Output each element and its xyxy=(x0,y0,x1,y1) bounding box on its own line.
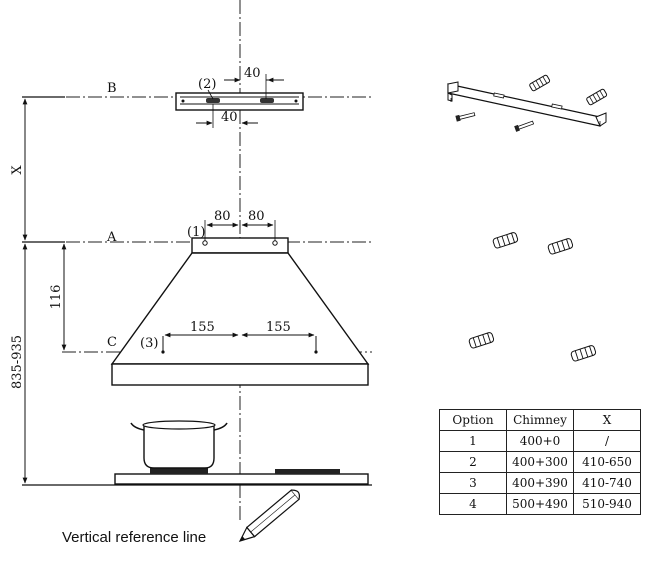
marker-3: (3) xyxy=(140,336,158,351)
table-row: 2 400+300 410-650 xyxy=(439,451,641,473)
cooktop xyxy=(114,466,369,485)
table-cell: 400+300 xyxy=(506,451,574,473)
table-row: 3 400+390 410-740 xyxy=(439,472,641,494)
dimension-80-right-label: 80 xyxy=(248,209,265,224)
dimension-155-left-label: 155 xyxy=(190,320,215,335)
wall-plug-icon xyxy=(547,238,574,255)
table-cell: 1 xyxy=(439,430,507,452)
table-header: Option xyxy=(439,409,507,431)
dimension-80-left-label: 80 xyxy=(214,209,231,224)
cooker-hood xyxy=(110,237,370,386)
table-header: X xyxy=(573,409,641,431)
label-b: B xyxy=(107,81,117,96)
label-a: A xyxy=(106,230,117,245)
wall-plug-icon xyxy=(529,74,551,92)
dimension-155-right-label: 155 xyxy=(266,320,291,335)
table-header: Chimney xyxy=(506,409,574,431)
dimension-116-label: 116 xyxy=(49,285,64,310)
table-row: 4 500+490 510-940 xyxy=(439,493,641,515)
table-cell: 400+0 xyxy=(506,430,574,452)
table-cell: 4 xyxy=(439,493,507,515)
table-cell: 2 xyxy=(439,451,507,473)
options-table: Option Chimney X 1 400+0 / 2 400+300 410… xyxy=(439,409,641,515)
table-header-row: Option Chimney X xyxy=(439,409,641,431)
dimension-40-top-label: 40 xyxy=(244,66,261,81)
table-cell: 3 xyxy=(439,472,507,494)
bracket-parts-illustration xyxy=(447,81,607,127)
pencil-icon xyxy=(238,489,300,542)
pot xyxy=(130,420,228,469)
dimension-x-label: X xyxy=(10,165,25,175)
table-row: 1 400+0 / xyxy=(439,430,641,452)
table-cell: / xyxy=(573,430,641,452)
dimension-835-935-label: 835-935 xyxy=(10,335,25,389)
label-c: C xyxy=(107,335,117,350)
wall-plug-icon xyxy=(570,345,597,362)
marker-2: (2) xyxy=(198,77,216,92)
marker-1: (1) xyxy=(187,225,205,240)
dimension-40-bottom-label: 40 xyxy=(221,110,238,125)
table-cell: 500+490 xyxy=(506,493,574,515)
table-cell: 400+390 xyxy=(506,472,574,494)
table-cell: 410-740 xyxy=(573,472,641,494)
screw-icon xyxy=(455,112,476,122)
table-cell: 510-940 xyxy=(573,493,641,515)
screw-icon xyxy=(514,120,535,132)
table-cell: 410-650 xyxy=(573,451,641,473)
wall-plug-icon xyxy=(586,88,608,106)
wall-plug-icon xyxy=(492,232,519,249)
wall-bracket xyxy=(175,92,304,111)
vertical-reference-caption: Vertical reference line xyxy=(62,529,206,546)
wall-plug-icon xyxy=(468,332,495,349)
